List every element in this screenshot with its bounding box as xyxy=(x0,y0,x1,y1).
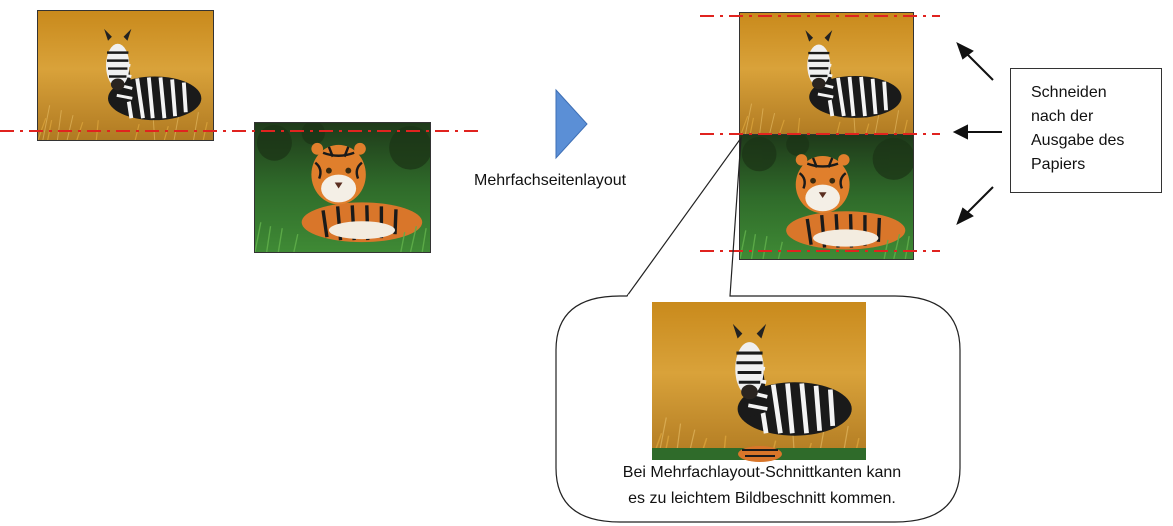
tiger-photo-layout xyxy=(739,134,914,260)
pointer-arrows xyxy=(952,41,1002,226)
cut-instruction-line-1: Schneiden xyxy=(1031,84,1107,101)
process-arrow-icon xyxy=(555,88,588,160)
cropping-caption: Bei Mehrfachlayout-Schnittkanten kann es… xyxy=(562,460,962,512)
cut-instruction-line-4: Papiers xyxy=(1031,156,1086,173)
cut-instruction-line-2: nach der xyxy=(1031,108,1094,125)
tiger-photo-original xyxy=(254,122,431,253)
caption-line-1: Bei Mehrfachlayout-Schnittkanten kann xyxy=(622,464,902,481)
cut-instruction-box: Schneiden nach der Ausgabe des Papiers xyxy=(1010,68,1162,193)
caption-line-2: es zu leichtem Bildbeschnitt kommen. xyxy=(628,490,896,507)
layout-arrow-label: Mehrfachseitenlayout xyxy=(474,172,627,189)
zebra-photo-original xyxy=(37,10,214,141)
zebra-photo-layout xyxy=(739,12,914,138)
cut-instruction-line-3: Ausgabe des xyxy=(1031,132,1125,149)
zebra-photo-magnified xyxy=(652,302,866,460)
